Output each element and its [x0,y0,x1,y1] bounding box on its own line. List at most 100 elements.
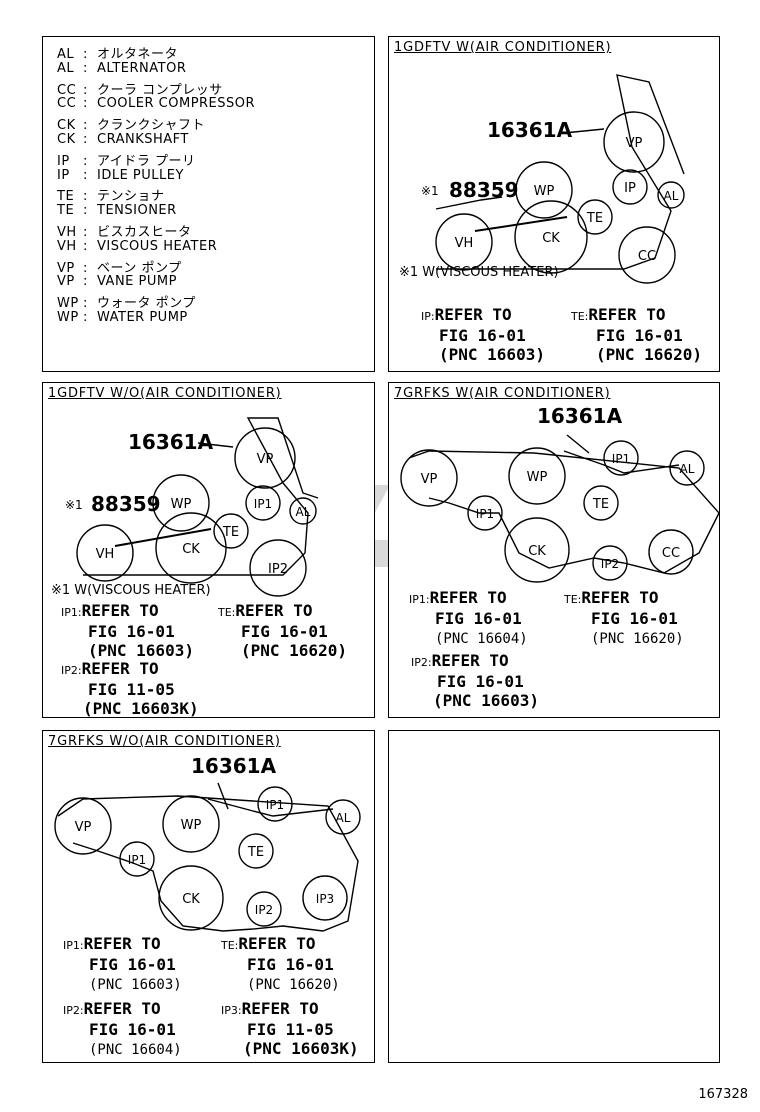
pulley-vp: VP [626,136,643,151]
legend-desc: ビスカスヒータ [97,225,192,240]
legend-row: TE:テンショナ [57,185,165,204]
legend-row: CK:クランクシャフト [57,114,205,133]
star-part-number: 88359 [91,492,161,516]
pulley-ip1-lower: IP1 [128,853,146,867]
pulley-ip: IP [624,181,636,196]
legend-colon: : [83,153,88,169]
panel-title: 7GRFKS W/O(AIR CONDITIONER) [48,734,281,749]
ref-ip1: IP1:REFER TO FIG 16-01 (PNC 16604) [409,588,528,647]
pulley-cc: CC [662,546,680,561]
legend-code: IP [57,167,70,183]
pulley-vh: VH [455,236,474,251]
legend-code: WP [57,310,79,325]
pulley-al: AL [680,462,695,476]
pulley-te: TE [247,845,264,860]
legend-code: AL [57,60,75,76]
legend-colon: : [83,203,88,219]
legend-code: VP [57,260,75,276]
ref-te: TE:REFER TO FIG 16-01 (PNC 16620) [218,601,347,660]
pulley-vp: VP [421,472,438,487]
legend-row: CC: COOLER COMPRESSOR [57,96,255,111]
pulley-ip1: IP1 [254,497,272,511]
pulley-al: AL [296,505,311,519]
legend-code: CC [57,96,77,112]
belt-diagram: VP WP IP1 AL IP1 TE CK IP2 IP3 16361A [54,754,361,932]
pulley-ck: CK [182,542,200,557]
legend-colon: : [83,82,88,98]
pulley-wp: WP [527,470,548,485]
ref-ip: IP:REFER TO FIG 16-01 (PNC 16603) [421,305,545,364]
legend-row: AL:ALTERNATOR [57,61,186,76]
pulley-al: AL [664,189,679,203]
pulley-vp: VP [75,820,92,835]
ref-te: TE:REFER TO FIG 16-01 (PNC 16620) [564,588,684,647]
ref-ip1: IP1:REFER TO FIG 16-01 (PNC 16603) [61,601,194,660]
part-number: 16361A [191,754,277,778]
legend-colon: : [83,238,88,254]
legend-colon: : [83,167,88,183]
pulley-te: TE [222,525,239,540]
pulley-al: AL [336,811,351,825]
ref-te: TE:REFER TO FIG 16-01 (PNC 16620) [571,305,702,364]
diagram-7grfks-without-ac: 7GRFKS W/O(AIR CONDITIONER) VP WP IP1 AL… [42,730,375,1063]
pulley-wp: WP [181,818,202,833]
legend-colon: : [83,60,88,76]
ref-te: TE:REFER TO FIG 16-01 (PNC 16620) [221,934,340,993]
legend-colon: : [83,225,88,240]
pulley-vh: VH [96,547,115,562]
legend-desc: TENSIONER [97,203,177,219]
legend-row: TE:TENSIONER [57,203,177,218]
star-mark: ※1 [421,184,439,198]
pulley-wp: WP [534,184,555,199]
legend-code: WP [57,296,79,312]
legend-code: CK [57,132,76,147]
legend-colon: : [83,118,88,134]
pulley-te: TE [592,497,609,512]
star-mark: ※1 [65,498,83,512]
legend-row: VP:ベーン ポンプ [57,257,182,276]
legend-desc: CRANKSHAFT [97,132,189,147]
pulley-ip3: IP3 [316,892,334,906]
belt-diagram: VH CK WP VP IP AL TE CC 16361A ※1 88359 [421,74,685,284]
empty-panel [388,730,720,1063]
pulley-ip2: IP2 [601,557,619,571]
pulley-ck: CK [528,544,546,559]
legend-colon: : [83,274,88,290]
ref-ip3: IP3:REFER TO FIG 11-05 (PNC 16603K) [221,999,359,1058]
part-number: 16361A [128,430,214,454]
legend-desc: COOLER COMPRESSOR [97,96,256,112]
part-number: 16361A [537,404,623,428]
legend-desc: クーラ コンプレッサ [97,82,223,98]
legend-desc: ウォータ ポンプ [97,296,196,312]
legend-desc: テンショナ [97,189,165,205]
legend-colon: : [83,296,88,312]
legend-code: IP [57,153,70,169]
legend-colon: : [83,96,88,112]
diagram-1gdftv-with-ac: 1GDFTV W(AIR CONDITIONER) VH CK WP VP IP… [388,36,720,372]
legend-row: CK: CRANKSHAFT [57,132,189,147]
pulley-ip1-lower: IP1 [476,507,494,521]
legend-code: CC [57,82,77,98]
pulley-te: TE [586,211,603,226]
legend-colon: : [83,189,88,205]
legend-row: IP: IDLE PULLEY [57,168,184,183]
pulley-cc: CC [638,249,656,264]
legend-row: WP: WATER PUMP [57,310,188,325]
legend-colon: : [83,132,88,147]
legend-row: AL:オルタネータ [57,43,178,62]
belt-diagram: VP WP IP1 AL IP1 TE CK IP2 CC 16361A [400,404,719,583]
diagram-1gdftv-without-ac: 1GDFTV W/O(AIR CONDITIONER) VH CK WP VP … [42,382,375,718]
legend-colon: : [83,310,88,325]
legend-desc: VANE PUMP [97,274,177,290]
document-number: 167328 [698,1087,748,1102]
star-part-number: 88359 [449,178,519,202]
legend-desc: IDLE PULLEY [97,167,184,183]
pulley-ip2: IP2 [268,562,288,577]
panel-title: 1GDFTV W/O(AIR CONDITIONER) [48,386,282,401]
ref-ip2: IP2:REFER TO FIG 16-01 (PNC 16604) [63,999,182,1058]
ref-ip2: IP2:REFER TO FIG 11-05 (PNC 16603K) [61,659,199,718]
legend-desc: WATER PUMP [97,310,188,325]
pulley-ip2: IP2 [255,903,273,917]
legend-desc: クランクシャフト [97,118,206,134]
